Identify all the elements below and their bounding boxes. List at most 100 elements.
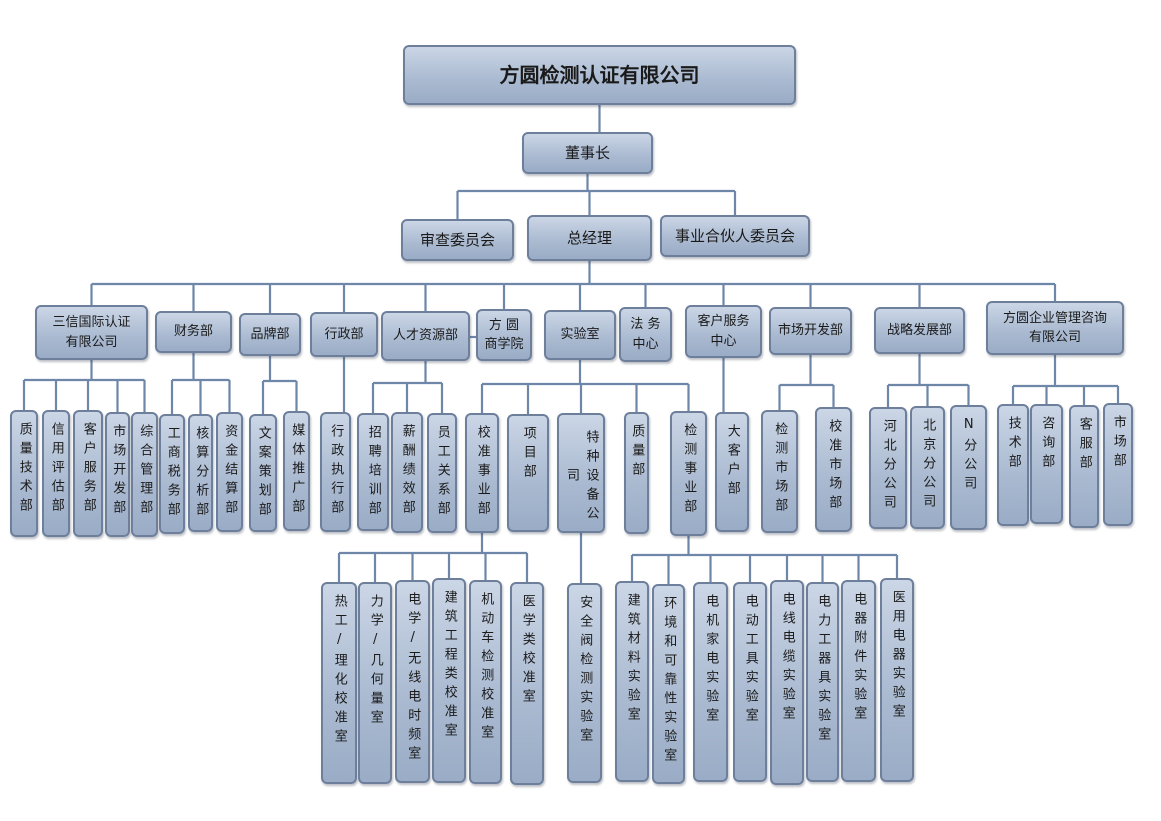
- org-node-f3: 资金结算部: [216, 412, 243, 532]
- org-node-label: 安全阀检测实验室: [577, 595, 593, 747]
- org-node-m1: 检测市场部: [761, 410, 798, 533]
- org-node-b1: 文案策划部: [249, 414, 277, 532]
- org-node-z4: 电动工具实验室: [733, 582, 767, 782]
- org-node-strat: 战略发展部: [874, 307, 965, 354]
- org-node-f2: 核算分析部: [188, 414, 213, 532]
- org-node-z3: 电机家电实验室: [693, 582, 728, 782]
- org-node-label: 北京分公司: [920, 418, 936, 513]
- org-node-mkt: 市场开发部: [769, 307, 852, 355]
- org-node-label: 董事长: [564, 143, 610, 162]
- org-node-label: 医用电器实验室: [889, 590, 905, 723]
- org-node-label: 方 圆 商学院: [484, 317, 524, 353]
- org-node-label: 电动工具实验室: [742, 594, 758, 727]
- org-node-label: 机动车检测校准室: [478, 592, 494, 744]
- org-node-label: 市场部: [1110, 415, 1126, 472]
- org-node-label: 力学/几何量室: [367, 594, 383, 729]
- org-node-label: 市场开发部: [777, 323, 843, 339]
- org-node-x5: 机动车检测校准室: [469, 580, 502, 784]
- org-node-label: 事业合伙人委员会: [674, 226, 795, 245]
- org-node-label: 建筑材料实验室: [624, 593, 640, 726]
- org-node-y1: 安全阀检测实验室: [567, 583, 602, 783]
- org-node-s4: 市场开发部: [105, 412, 130, 537]
- org-node-fin: 财务部: [155, 311, 232, 353]
- org-node-st3: N分公司: [950, 405, 987, 530]
- org-node-label: 客服部: [1076, 417, 1092, 474]
- org-node-x4: 建筑工程类校准室: [432, 578, 466, 783]
- org-node-s1: 质量技术部: [10, 410, 38, 537]
- org-node-hr: 人才资源部: [381, 311, 470, 361]
- org-node-label: 市场开发部: [110, 424, 126, 519]
- org-node-label: 电器附件实验室: [851, 592, 867, 725]
- org-node-label: 品牌部: [250, 326, 290, 342]
- org-node-label: 文案策划部: [255, 426, 271, 521]
- org-node-label: 河北分公司: [880, 419, 896, 514]
- org-node-label: 检测事业部: [681, 423, 697, 518]
- org-node-l1: 校准事业部: [465, 413, 499, 533]
- org-node-x2: 力学/几何量室: [358, 582, 392, 784]
- org-node-label: 媒体推广部: [289, 423, 305, 518]
- org-node-label: 校准市场部: [826, 419, 842, 514]
- org-node-label: 战略发展部: [886, 322, 952, 338]
- org-node-audit: 审查委员会: [401, 219, 514, 261]
- org-node-label: 项目部: [520, 426, 536, 483]
- org-node-label: 咨询部: [1039, 416, 1055, 473]
- org-node-label: 特种设备公司: [564, 429, 599, 525]
- org-node-z2: 环境和可靠性实验室: [652, 584, 685, 784]
- org-node-label: 质量部: [629, 424, 645, 481]
- org-node-school: 方 圆 商学院: [476, 309, 532, 361]
- org-node-root: 方圆检测认证有限公司: [403, 45, 796, 105]
- org-node-z5: 电线电缆实验室: [770, 580, 804, 785]
- org-node-gm: 总经理: [527, 215, 652, 261]
- org-node-cs: 客户服务 中心: [685, 305, 762, 358]
- org-node-z1: 建筑材料实验室: [615, 581, 649, 782]
- org-node-h1: 招聘培训部: [357, 413, 389, 531]
- org-node-l5: 检测事业部: [670, 411, 707, 536]
- org-node-label: N分公司: [961, 417, 977, 495]
- org-node-label: 大客户部: [724, 424, 740, 500]
- org-node-label: 热工/理化校准室: [331, 594, 347, 748]
- org-node-s5: 综合管理部: [131, 412, 158, 537]
- org-node-k4: 市场部: [1103, 403, 1133, 526]
- org-node-lab: 实验室: [544, 310, 616, 360]
- org-node-k2: 咨询部: [1030, 404, 1063, 524]
- org-node-label: 电学/无线电时频室: [405, 592, 421, 765]
- org-node-st2: 北京分公司: [910, 406, 945, 529]
- org-node-admin: 行政部: [310, 312, 378, 357]
- org-node-label: 三信国际认证 有限公司: [52, 315, 131, 350]
- org-node-m2: 校准市场部: [815, 407, 852, 532]
- org-node-label: 电线电缆实验室: [779, 592, 795, 725]
- org-node-label: 资金结算部: [222, 424, 238, 519]
- org-node-s2: 信用评估部: [42, 410, 70, 537]
- org-node-h2: 薪酬绩效部: [391, 412, 423, 533]
- org-node-label: 检测市场部: [772, 422, 788, 517]
- org-node-label: 电力工器具实验室: [815, 594, 831, 746]
- org-node-label: 行政执行部: [328, 424, 344, 519]
- org-node-label: 财务部: [173, 324, 213, 340]
- org-node-z8: 医用电器实验室: [880, 578, 914, 782]
- org-node-label: 总经理: [566, 228, 612, 247]
- org-node-label: 方圆检测认证有限公司: [499, 63, 700, 87]
- org-node-label: 综合管理部: [137, 424, 153, 519]
- org-node-z7: 电器附件实验室: [841, 580, 876, 782]
- org-node-label: 行政部: [324, 326, 364, 342]
- org-node-brand: 品牌部: [239, 313, 301, 356]
- org-node-x1: 热工/理化校准室: [321, 582, 357, 784]
- org-node-l3: 特种设备公司: [557, 413, 605, 533]
- org-node-chair: 董事长: [522, 132, 653, 174]
- org-node-label: 方圆企业管理咨询 有限公司: [1002, 310, 1107, 346]
- org-node-label: 招聘培训部: [365, 425, 381, 520]
- org-node-label: 建筑工程类校准室: [441, 590, 457, 742]
- org-node-label: 核算分析部: [193, 426, 209, 521]
- org-node-label: 环境和可靠性实验室: [661, 596, 677, 767]
- org-node-label: 质量技术部: [16, 422, 32, 517]
- org-node-legal: 法 务 中心: [619, 307, 672, 362]
- org-node-label: 技术部: [1005, 416, 1021, 473]
- org-node-label: 实验室: [560, 327, 600, 343]
- org-node-sanxin: 三信国际认证 有限公司: [35, 305, 148, 360]
- org-node-label: 客户服务 中心: [697, 314, 750, 349]
- org-node-label: 医学类校准室: [519, 594, 535, 708]
- org-node-x6: 医学类校准室: [510, 582, 544, 785]
- org-node-h3: 员工关系部: [427, 413, 457, 533]
